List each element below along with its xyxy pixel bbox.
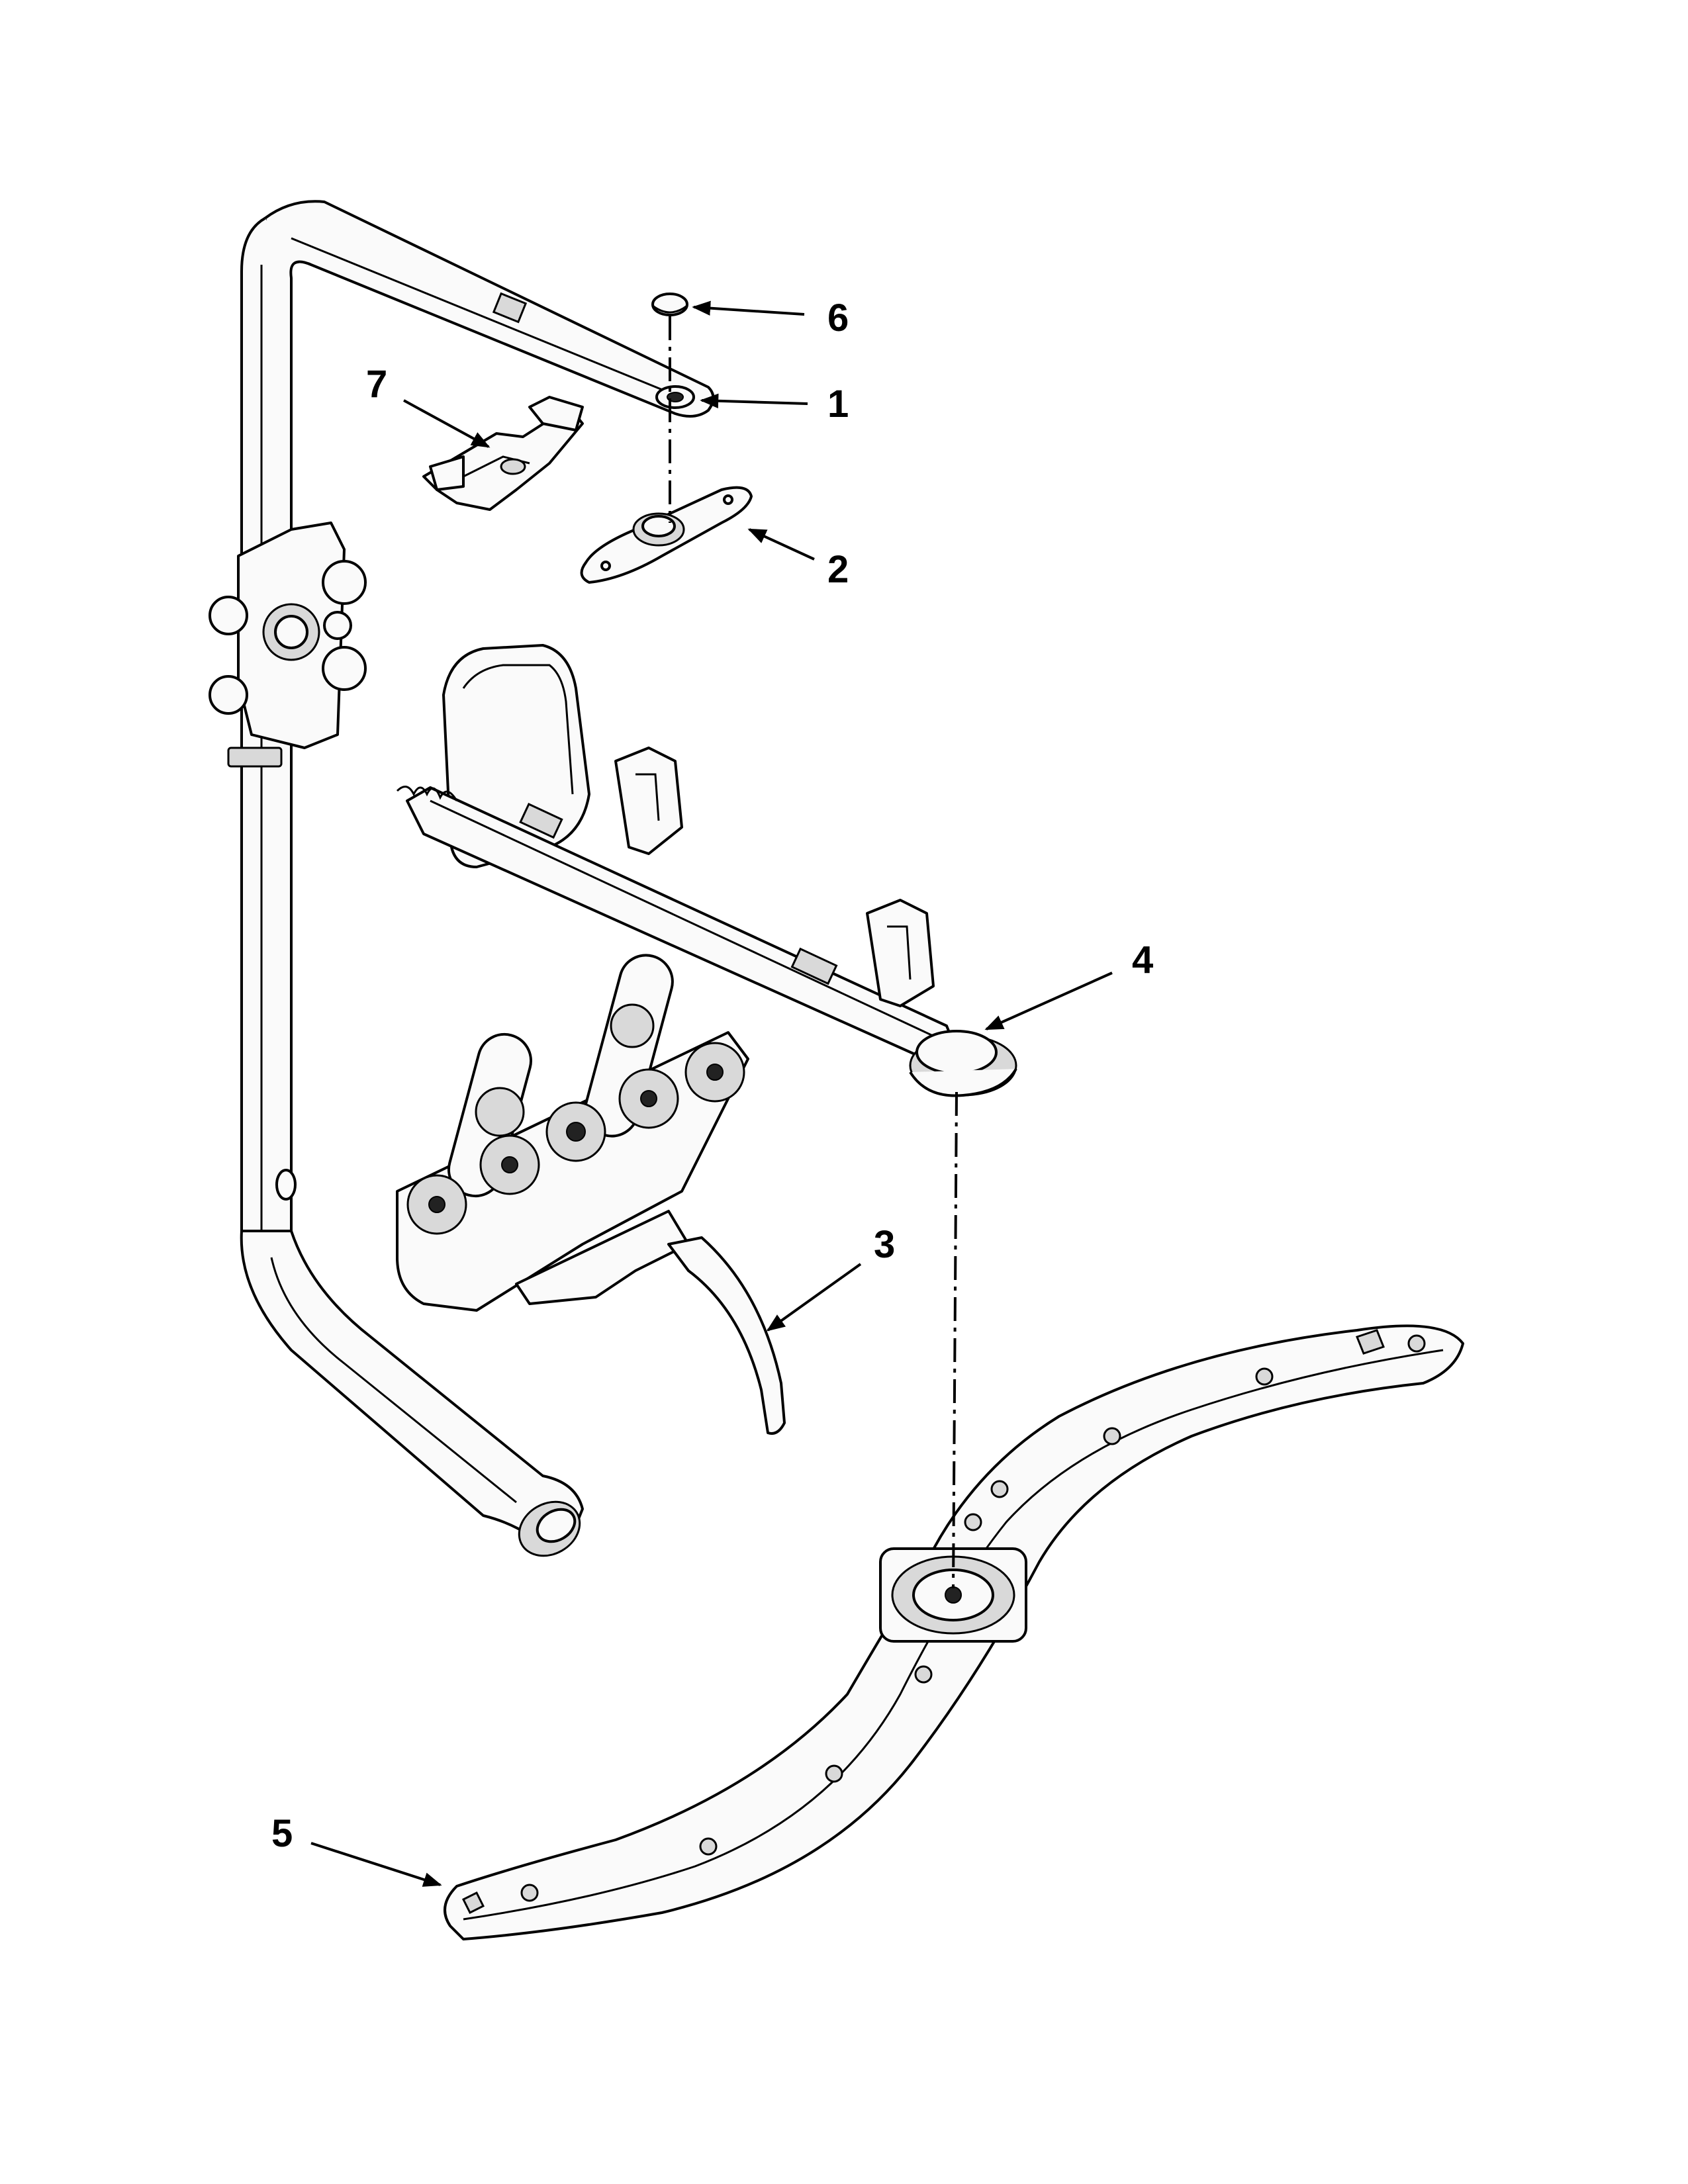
- assembly-axis-lines: [669, 316, 958, 1589]
- lower-spray-arm-part: [444, 1324, 1464, 1940]
- callout-1: 1: [827, 383, 849, 426]
- leader-1: [700, 393, 808, 408]
- callout-2: 2: [827, 548, 849, 591]
- leader-6: [692, 300, 805, 316]
- leader-2: [747, 528, 815, 561]
- leader-3: [766, 1263, 862, 1332]
- leader-4: [984, 972, 1113, 1030]
- callout-7: 7: [366, 363, 387, 406]
- callout-4: 4: [1132, 938, 1153, 981]
- callout-6: 6: [827, 296, 849, 340]
- upper-manifold-part: [396, 644, 1017, 1097]
- cap-part: [651, 293, 688, 316]
- leader-7: [403, 399, 491, 448]
- leader-lines: [310, 300, 1113, 1887]
- supply-tube-part: [209, 200, 715, 1557]
- leader-5: [310, 1842, 442, 1887]
- clip-bracket-part: [422, 396, 584, 511]
- spray-jets-part: [396, 954, 786, 1435]
- callout-3: 3: [874, 1223, 895, 1266]
- callout-5: 5: [271, 1812, 293, 1855]
- callout-labels: 6 1 7 2 4 3 5: [271, 296, 1153, 1855]
- axis-hub-to-lower-arm: [952, 1091, 958, 1589]
- mount-bracket-part: [580, 486, 753, 584]
